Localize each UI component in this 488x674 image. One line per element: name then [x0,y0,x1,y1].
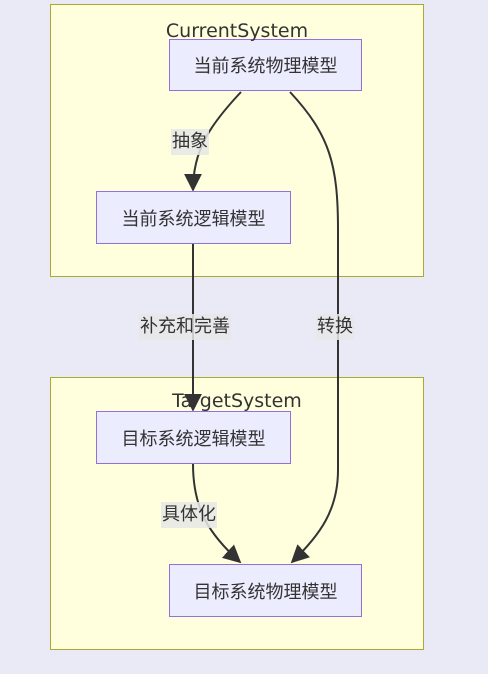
node-current-physical-model[interactable]: 当前系统物理模型 [169,39,362,91]
edge-convert [289,91,339,564]
edge-label-concretize: 具体化 [161,502,217,528]
node-target-logical-model[interactable]: 目标系统逻辑模型 [96,411,291,464]
node-target-physical-model[interactable]: 目标系统物理模型 [169,564,362,617]
edge-label-supplement: 补充和完善 [139,314,231,340]
node-current-logical-model[interactable]: 当前系统逻辑模型 [96,191,291,244]
cluster-target-system-title: TargetSystem [172,390,302,412]
edge-label-abstract: 抽象 [171,129,209,155]
cluster-current-system-title: CurrentSystem [165,20,309,42]
edge-label-convert: 转换 [316,314,354,340]
